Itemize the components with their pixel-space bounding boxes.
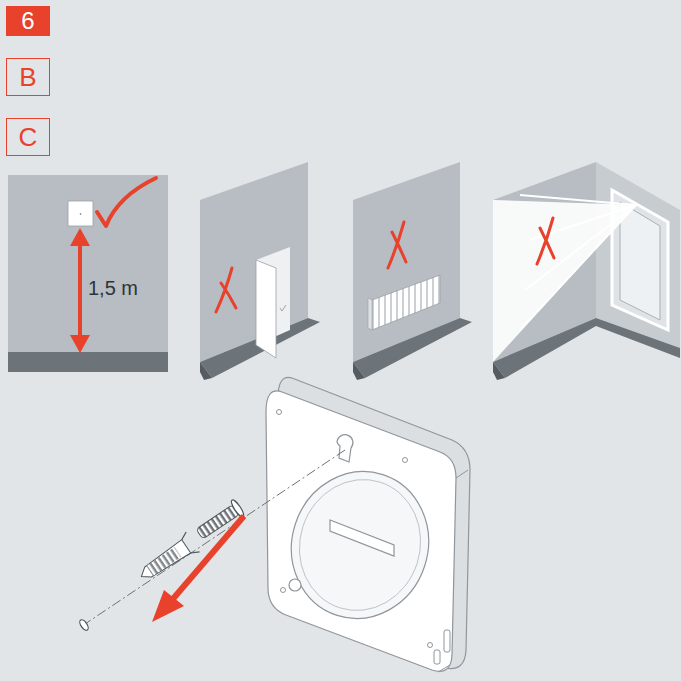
dimension-label: 1,5 m — [88, 278, 138, 298]
cross-mark — [537, 218, 554, 264]
correct-position-panel — [8, 175, 168, 372]
window-panel — [493, 162, 680, 380]
cross-mark — [388, 222, 406, 268]
check-mark — [97, 178, 156, 226]
axis-line — [82, 450, 345, 626]
cross-mark — [216, 268, 236, 312]
drill-hole — [78, 618, 90, 631]
section-letter: B — [6, 58, 50, 96]
box-text: B — [19, 64, 36, 90]
box-text: C — [19, 124, 38, 150]
box-text: 6 — [21, 9, 34, 33]
thermostat-device — [266, 377, 470, 672]
step-number: 6 — [6, 6, 50, 36]
direction-arrow — [152, 516, 244, 622]
door-panel — [200, 162, 320, 380]
section-letter: C — [6, 118, 50, 156]
radiator-panel — [353, 162, 472, 380]
